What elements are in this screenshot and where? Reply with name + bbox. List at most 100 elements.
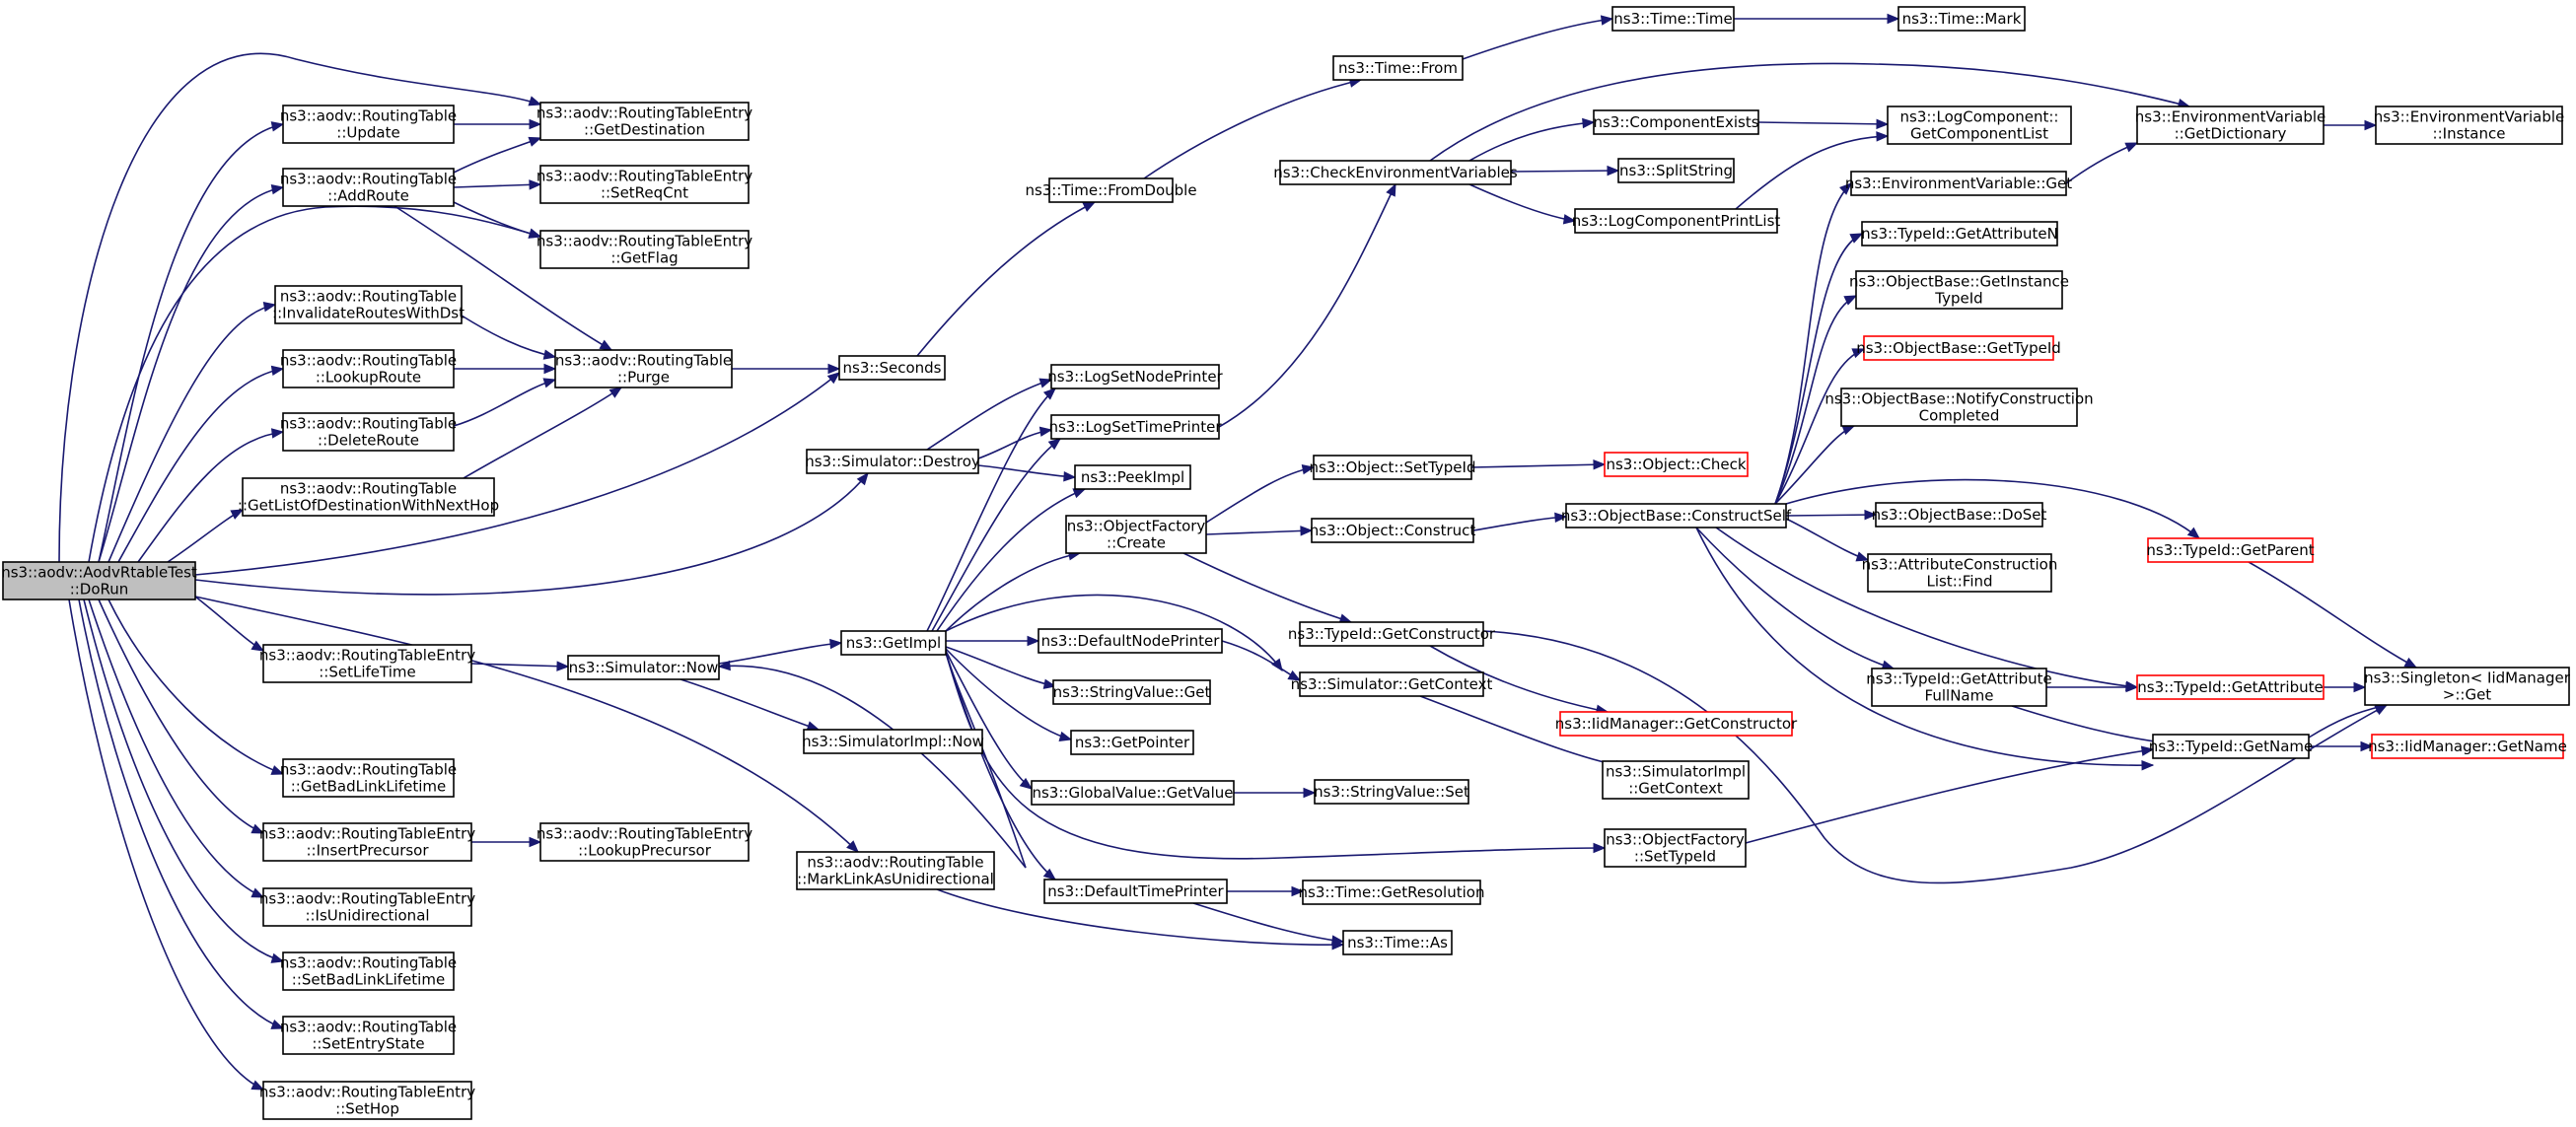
node-label: ::SetBadLinkLifetime — [292, 971, 445, 989]
node-rt-update[interactable]: ns3::aodv::RoutingTable::Update — [280, 105, 457, 144]
edge-defaultnodeprinter-to-sim_getcontext — [1221, 640, 1302, 681]
node-rte-getdest[interactable]: ns3::aodv::RoutingTableEntry::GetDestina… — [537, 102, 752, 141]
edge-rt_getlist-to-rt_purge — [463, 387, 623, 479]
node-box — [282, 105, 455, 144]
node-rte-sethop[interactable]: ns3::aodv::RoutingTableEntry::SetHop — [259, 1081, 475, 1120]
node-objectbase-notifyconstruction[interactable]: ns3::ObjectBase::NotifyConstructionCompl… — [1825, 387, 2094, 427]
node-iidmanager-getname[interactable]: ns3::IidManager::GetName — [2368, 734, 2567, 759]
node-typeid-getname[interactable]: ns3::TypeId::GetName — [2149, 734, 2313, 759]
arrowhead — [1291, 885, 1305, 897]
edge-line — [1429, 645, 1609, 713]
node-envvar-instance[interactable]: ns3::EnvironmentVariable::Instance — [2374, 106, 2564, 145]
node-rt-setbadlink[interactable]: ns3::aodv::RoutingTable::SetBadLinkLifet… — [280, 951, 457, 991]
node-label: ns3::aodv::RoutingTableEntry — [259, 890, 475, 908]
node-label: ns3::TypeId::GetAttribute — [1866, 670, 2051, 688]
node-simimpl-now[interactable]: ns3::SimulatorImpl::Now — [802, 729, 984, 754]
node-defaulttimeprinter[interactable]: ns3::DefaultTimePrinter — [1043, 879, 1228, 904]
node-rt-invalidate[interactable]: ns3::aodv::RoutingTable::InvalidateRoute… — [272, 285, 465, 324]
node-object-settypeid[interactable]: ns3::Object::SetTypeId — [1310, 455, 1476, 480]
node-objectbase-gettypeid[interactable]: ns3::ObjectBase::GetTypeId — [1856, 335, 2061, 361]
edge-line — [1482, 630, 2388, 884]
node-stringvalue-get[interactable]: ns3::StringValue::Get — [1052, 679, 1211, 705]
node-logsetnodeprinter[interactable]: ns3::LogSetNodePrinter — [1047, 364, 1224, 389]
node-object-check[interactable]: ns3::Object::Check — [1604, 452, 1749, 477]
node-logcomponentprintlist[interactable]: ns3::LogComponentPrintList — [1572, 208, 1781, 234]
edge-rt_update-to-rte_getdest — [454, 118, 542, 130]
node-typeid-getconstructor[interactable]: ns3::TypeId::GetConstructor — [1288, 621, 1496, 647]
node-rt-lookuproute[interactable]: ns3::aodv::RoutingTable::LookupRoute — [280, 349, 457, 388]
node-rt-setentrystate[interactable]: ns3::aodv::RoutingTable::SetEntryState — [280, 1016, 457, 1055]
node-componentexists[interactable]: ns3::ComponentExists — [1593, 109, 1759, 135]
arrowhead — [250, 823, 265, 834]
node-sim-getcontext[interactable]: ns3::Simulator::GetContext — [1291, 671, 1493, 697]
edge-getimpl-to-getpointer — [945, 648, 1073, 741]
node-label: ::SetLifeTime — [319, 664, 415, 681]
node-time-fromdouble[interactable]: ns3::Time::FromDouble — [1025, 177, 1197, 203]
node-time-getresolution[interactable]: ns3::Time::GetResolution — [1299, 880, 1485, 905]
node-getimpl[interactable]: ns3::GetImpl — [840, 630, 947, 656]
arrowhead — [1593, 459, 1607, 470]
node-label: ::Purge — [617, 369, 670, 387]
node-rt-getbadlink[interactable]: ns3::aodv::RoutingTable::GetBadLinkLifet… — [280, 758, 457, 798]
node-time-time[interactable]: ns3::Time::Time — [1611, 6, 1735, 32]
node-root[interactable]: ns3::aodv::AodvRtableTest::DoRun — [1, 561, 197, 600]
node-rt-addroute[interactable]: ns3::aodv::RoutingTable::AddRoute — [280, 168, 457, 207]
node-objectbase-constructself[interactable]: ns3::ObjectBase::ConstructSelf — [1561, 503, 1792, 528]
node-typeid-getattribute[interactable]: ns3::TypeId::GetAttribute — [2136, 674, 2325, 700]
node-rt-getlist[interactable]: ns3::aodv::RoutingTable::GetListOfDestin… — [238, 477, 499, 517]
node-time-mark[interactable]: ns3::Time::Mark — [1897, 6, 2026, 32]
node-objectbase-doset[interactable]: ns3::ObjectBase::DoSet — [1872, 502, 2047, 528]
node-getpointer[interactable]: ns3::GetPointer — [1070, 730, 1194, 755]
node-box — [262, 887, 472, 927]
node-simulator-now[interactable]: ns3::Simulator::Now — [567, 655, 720, 680]
node-objfactory-create[interactable]: ns3::ObjectFactory::Create — [1065, 515, 1207, 554]
node-logcomponent-getlist[interactable]: ns3::LogComponent::GetComponentList — [1887, 106, 2072, 145]
arrowhead — [2124, 142, 2139, 153]
node-rte-setlifetime[interactable]: ns3::aodv::RoutingTableEntry::SetLifeTim… — [259, 644, 475, 683]
node-checkenv[interactable]: ns3::CheckEnvironmentVariables — [1273, 160, 1518, 185]
node-box — [1617, 158, 1735, 183]
edge-objectbase_constructself-to-objectbase_getinstancetypeid — [1774, 295, 1858, 505]
node-label: ns3::aodv::RoutingTable — [280, 352, 457, 370]
node-peekimpl[interactable]: ns3::PeekImpl — [1074, 464, 1191, 490]
node-splitstring[interactable]: ns3::SplitString — [1617, 158, 1735, 183]
node-box — [1602, 760, 1750, 800]
node-label: ns3::aodv::RoutingTable — [280, 288, 457, 306]
node-defaultnodeprinter[interactable]: ns3::DefaultNodePrinter — [1038, 628, 1223, 654]
node-singleton-get[interactable]: ns3::Singleton< IidManager>::Get — [2364, 667, 2571, 706]
node-seconds[interactable]: ns3::Seconds — [838, 355, 946, 381]
node-iidmanager-getconstructor[interactable]: ns3::IidManager::GetConstructor — [1555, 711, 1798, 737]
node-sim-destroy[interactable]: ns3::Simulator::Destroy — [805, 449, 980, 474]
node-time-from[interactable]: ns3::Time::From — [1332, 55, 1464, 81]
node-rt-marklink[interactable]: ns3::aodv::RoutingTable::MarkLinkAsUnidi… — [796, 851, 995, 890]
node-box — [262, 822, 472, 862]
node-rt-deleteroute[interactable]: ns3::aodv::RoutingTable::DeleteRoute — [280, 412, 457, 452]
node-globalvalue-getvalue[interactable]: ns3::GlobalValue::GetValue — [1031, 780, 1235, 806]
node-logsettimeprinter[interactable]: ns3::LogSetTimePrinter — [1048, 414, 1222, 440]
node-label: ns3::aodv::RoutingTable — [280, 415, 457, 433]
node-rte-lookupprecursor[interactable]: ns3::aodv::RoutingTableEntry::LookupPrec… — [537, 822, 752, 862]
node-rte-insertprecursor[interactable]: ns3::aodv::RoutingTableEntry::InsertPrec… — [259, 822, 475, 862]
node-typeid-getattributen[interactable]: ns3::TypeId::GetAttributeN — [1861, 221, 2058, 247]
node-rte-isunidirectional[interactable]: ns3::aodv::RoutingTableEntry::IsUnidirec… — [259, 887, 475, 927]
node-envvar-get[interactable]: ns3::EnvironmentVariable::Get — [1845, 171, 2072, 196]
node-envvar-getdictionary[interactable]: ns3::EnvironmentVariable::GetDictionary — [2135, 106, 2326, 145]
edge-typeid_getattributefullname-to-typeid_getname — [2011, 705, 2172, 747]
node-simimpl-getcontext[interactable]: ns3::SimulatorImpl::GetContext — [1602, 760, 1750, 800]
node-typeid-getparent[interactable]: ns3::TypeId::GetParent — [2146, 537, 2315, 563]
node-objfactory-settypeid[interactable]: ns3::ObjectFactory::SetTypeId — [1604, 828, 1747, 868]
node-object-construct[interactable]: ns3::Object::Construct — [1310, 518, 1476, 543]
node-stringvalue-set[interactable]: ns3::StringValue::Set — [1314, 779, 1469, 805]
edge-line — [1695, 527, 2154, 766]
edge-getimpl-to-defaulttimeprinter — [945, 652, 1057, 880]
node-rt-purge[interactable]: ns3::aodv::RoutingTable::Purge — [554, 349, 733, 388]
node-label: ::LookupPrecursor — [578, 842, 712, 860]
arrowhead — [542, 349, 557, 360]
arrowhead — [1386, 182, 1396, 197]
node-rte-getflag[interactable]: ns3::aodv::RoutingTableEntry::GetFlag — [537, 230, 752, 269]
node-rte-setreqcnt[interactable]: ns3::aodv::RoutingTableEntry::SetReqCnt — [537, 165, 752, 204]
node-time-as[interactable]: ns3::Time::As — [1342, 930, 1453, 955]
